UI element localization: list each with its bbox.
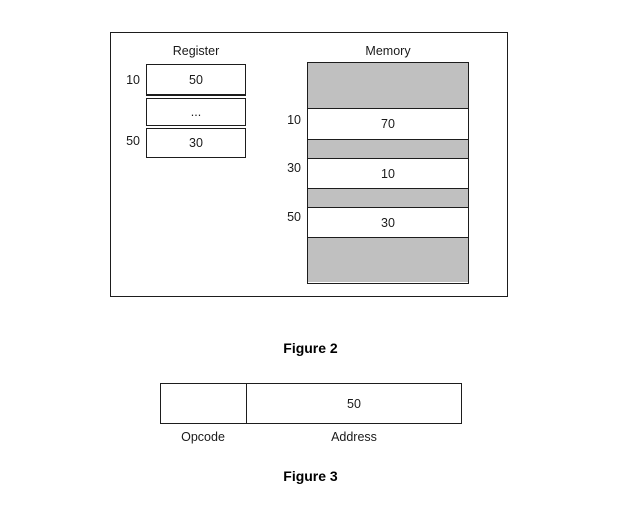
memory-column-title: Memory	[365, 44, 411, 58]
instruction-opcode-cell	[161, 384, 247, 423]
register-cell: 30	[146, 128, 246, 158]
instruction-address-label: Address	[331, 430, 377, 444]
register-cell: 50	[146, 64, 246, 96]
instruction-format-box: 50	[160, 383, 462, 424]
memory-cell: 10	[308, 159, 468, 189]
figure3-caption: Figure 3	[283, 468, 338, 484]
memory-cell-shaded	[308, 189, 468, 208]
memory-cell: 70	[308, 109, 468, 140]
memory-address-label: 50	[287, 210, 301, 224]
memory-cell-shaded	[308, 238, 468, 282]
register-column-title: Register	[172, 44, 220, 58]
register-address-label: 10	[126, 73, 140, 87]
memory-cell-group: 70 10 30	[307, 62, 469, 284]
memory-cell-shaded	[308, 63, 468, 109]
memory-address-label: 10	[287, 113, 301, 127]
instruction-opcode-label: Opcode	[181, 430, 225, 444]
memory-address-label: 30	[287, 161, 301, 175]
register-address-label: 50	[126, 134, 140, 148]
memory-cell-shaded	[308, 140, 468, 159]
memory-cell: 30	[308, 208, 468, 238]
register-cell-ellipsis: ...	[146, 98, 246, 126]
figure2-caption: Figure 2	[283, 340, 338, 356]
instruction-address-cell: 50	[347, 396, 361, 411]
